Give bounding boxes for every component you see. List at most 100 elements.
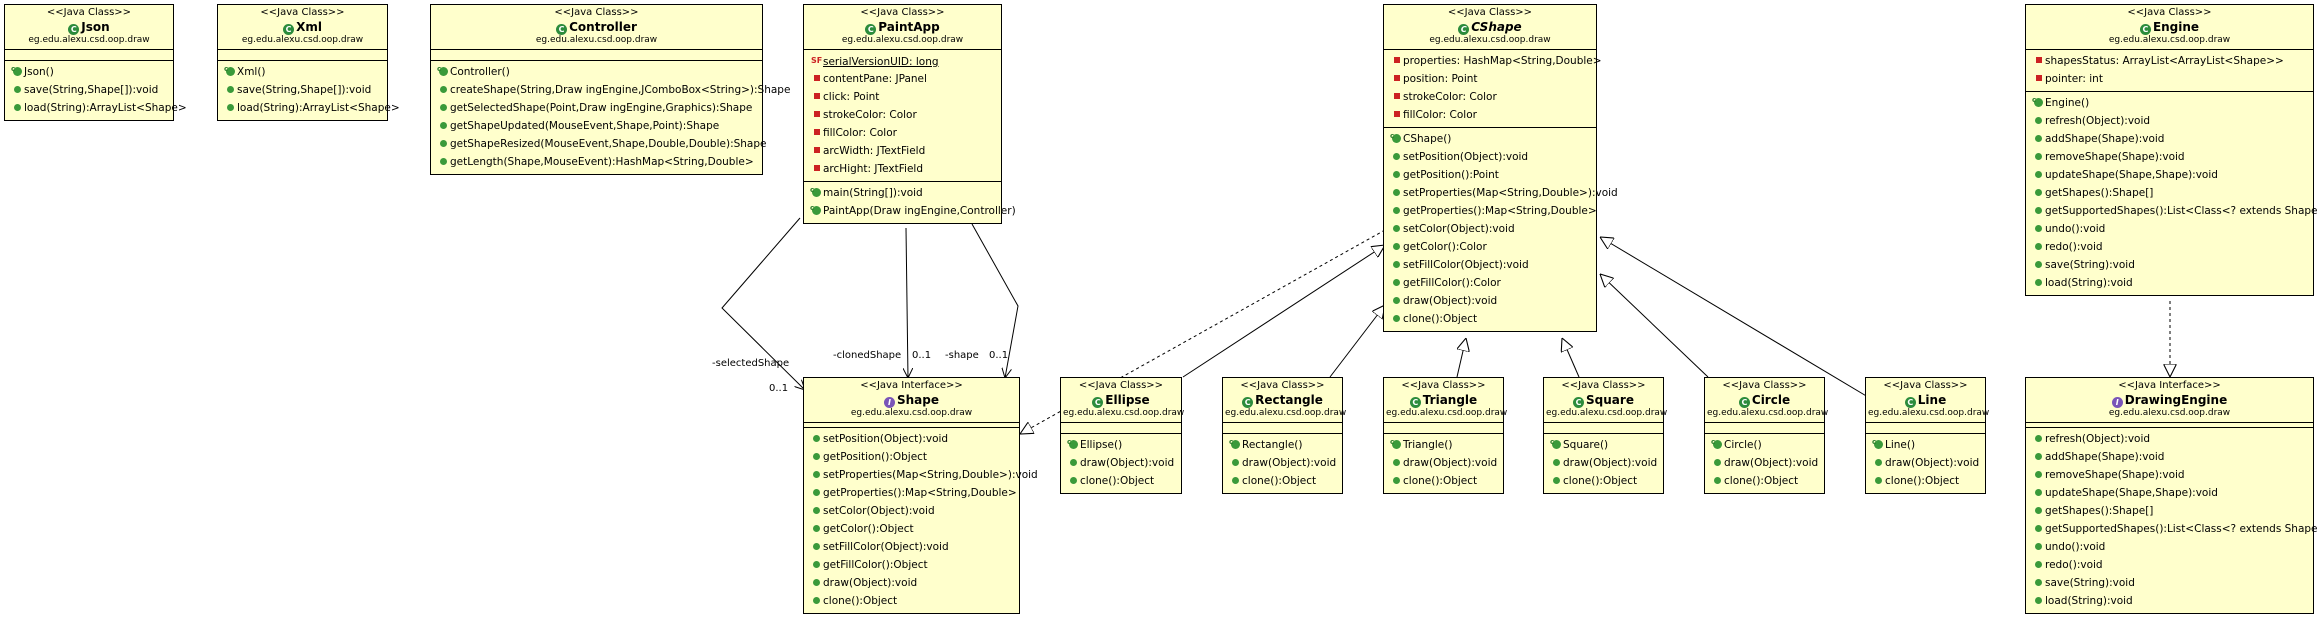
public-icon	[2035, 242, 2042, 250]
fields-section: shapesStatus: ArrayList<ArrayList<Shape>…	[2026, 50, 2313, 92]
method-text: getShapeUpdated(MouseEvent,Shape,Point):…	[450, 119, 720, 132]
public-icon	[2035, 206, 2042, 214]
field-text: fillColor: Color	[1403, 108, 1477, 121]
method-row: save(String,Shape[]):void	[5, 81, 173, 99]
method-text: load(String):ArrayList<Shape>	[237, 101, 400, 114]
method-text: setColor(Object):void	[1403, 222, 1515, 235]
method-row: getShapeUpdated(MouseEvent,Shape,Point):…	[431, 117, 762, 135]
method-row: clone():Object	[1384, 310, 1596, 328]
method-text: main(String[]):void	[823, 186, 923, 199]
class-icon: C	[1904, 396, 1916, 408]
clonedShape-label: -clonedShape	[833, 350, 902, 361]
package-name: eg.edu.alexu.csd.oop.draw	[1546, 407, 1668, 418]
public-icon	[440, 85, 447, 93]
field-text: pointer: int	[2045, 72, 2103, 85]
methods-section: Xml()save(String,Shape[]):voidload(Strin…	[218, 60, 400, 120]
constructor-icon	[810, 199, 821, 217]
public-icon	[813, 578, 820, 586]
method-row: redo():void	[2026, 556, 2313, 574]
public-icon	[813, 488, 820, 496]
method-row: getSelectedShape(Point,Draw ingEngine,Gr…	[431, 99, 762, 117]
method-text: removeShape(Shape):void	[2045, 468, 2185, 481]
method-text: clone():Object	[1403, 474, 1478, 487]
public-icon	[1875, 476, 1882, 484]
public-icon	[813, 596, 820, 604]
method-text: getProperties():Map<String,Double>	[1403, 204, 1597, 217]
method-row: undo():void	[2026, 538, 2313, 556]
method-row: removeShape(Shape):void	[2026, 148, 2313, 166]
method-text: refresh(Object):void	[2045, 114, 2151, 127]
stereotype: <<Java Class>>	[554, 7, 639, 18]
class-name: Json	[81, 19, 110, 34]
fields-section	[1061, 423, 1181, 434]
method-row: clone():Object	[1223, 472, 1342, 490]
method-text: getFillColor():Color	[1403, 276, 1501, 289]
public-icon	[2035, 134, 2042, 142]
constructor-icon	[1872, 433, 1883, 451]
method-text: clone():Object	[1403, 312, 1478, 325]
method-text: undo():void	[2045, 540, 2106, 553]
constructor-icon	[1390, 433, 1401, 451]
public-icon	[1393, 242, 1400, 250]
public-icon	[2035, 434, 2042, 442]
constructor-icon	[2032, 91, 2043, 109]
method-text: Line()	[1885, 438, 1916, 451]
constructor-icon	[11, 60, 22, 78]
stereotype: <<Java Class>>	[260, 7, 345, 18]
field-text: shapesStatus: ArrayList<ArrayList<Shape>…	[2045, 54, 2284, 67]
stereotype: <<Java Class>>	[1240, 380, 1325, 391]
method-text: getColor():Color	[1403, 240, 1487, 253]
stereotype: <<Java Class>>	[46, 7, 132, 18]
public-icon	[440, 103, 447, 111]
method-row: undo():void	[2026, 220, 2313, 238]
constructor-icon	[224, 60, 235, 78]
package-name: eg.edu.alexu.csd.oop.draw	[535, 34, 658, 45]
method-text: draw(Object):void	[1403, 456, 1498, 469]
method-row: setProperties(Map<String,Double>):void	[804, 466, 1038, 484]
private-icon	[2035, 56, 2042, 63]
method-text: getPosition():Point	[1403, 168, 1499, 181]
private-icon	[813, 110, 820, 117]
method-text: setProperties(Map<String,Double>):void	[1403, 186, 1618, 199]
method-text: setProperties(Map<String,Double>):void	[823, 468, 1038, 481]
method-text: save(String,Shape[]):void	[24, 83, 159, 96]
method-row: getLength(Shape,MouseEvent):HashMap<Stri…	[431, 153, 762, 171]
method-text: Json()	[24, 65, 54, 78]
method-row: save(String,Shape[]):void	[218, 81, 387, 99]
field-text: fillColor: Color	[823, 126, 897, 139]
class-name: Engine	[2152, 19, 2200, 34]
method-row: setColor(Object):void	[1384, 220, 1596, 238]
method-row: removeShape(Shape):void	[2026, 466, 2313, 484]
class-name: PaintApp	[878, 19, 940, 34]
generalization-square	[1562, 338, 1580, 378]
class-icon: C	[2139, 23, 2151, 35]
field-text: position: Point	[1403, 72, 1478, 85]
method-text: clone():Object	[1885, 474, 1960, 487]
method-text: getPosition():Object	[823, 450, 928, 463]
method-text: setPosition(Object):void	[1403, 150, 1529, 163]
method-text: Ellipse()	[1080, 438, 1123, 451]
method-text: clone():Object	[1563, 474, 1638, 487]
